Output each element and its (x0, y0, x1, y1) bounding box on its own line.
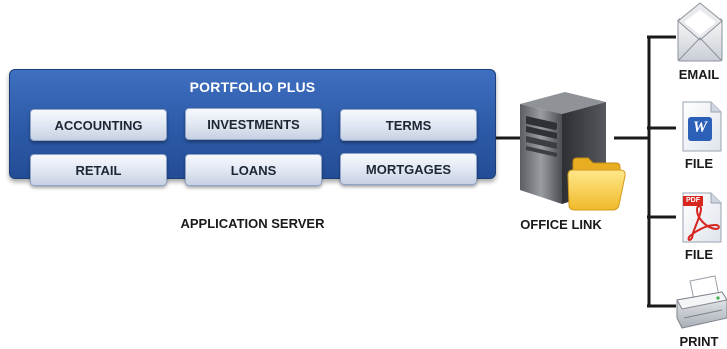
investments-button[interactable]: INVESTMENTS (185, 108, 322, 140)
application-server-panel: PORTFOLIO PLUS ACCOUNTING INVESTMENTS TE… (9, 69, 496, 186)
word-file-output-label: FILE (684, 156, 714, 171)
loans-button[interactable]: LOANS (185, 154, 322, 186)
email-output-label: EMAIL (678, 67, 720, 82)
pdf-document-icon (682, 192, 722, 243)
application-server-caption: APPLICATION SERVER (180, 216, 325, 231)
mortgages-button[interactable]: MORTGAGES (340, 153, 477, 185)
folder-icon (567, 157, 626, 211)
office-link-caption: OFFICE LINK (520, 217, 602, 232)
terms-button[interactable]: TERMS (340, 109, 477, 141)
accounting-button[interactable]: ACCOUNTING (30, 109, 167, 141)
retail-button[interactable]: RETAIL (30, 154, 167, 186)
envelope-icon (677, 2, 723, 62)
print-output-label: PRINT (679, 334, 719, 349)
word-document-icon (682, 101, 722, 152)
printer-icon (676, 275, 727, 329)
pdf-file-output-label: FILE (684, 247, 714, 262)
panel-title: PORTFOLIO PLUS (189, 79, 316, 95)
pdf-badge-label: PDF (686, 197, 700, 204)
word-badge-label: W (692, 119, 708, 136)
